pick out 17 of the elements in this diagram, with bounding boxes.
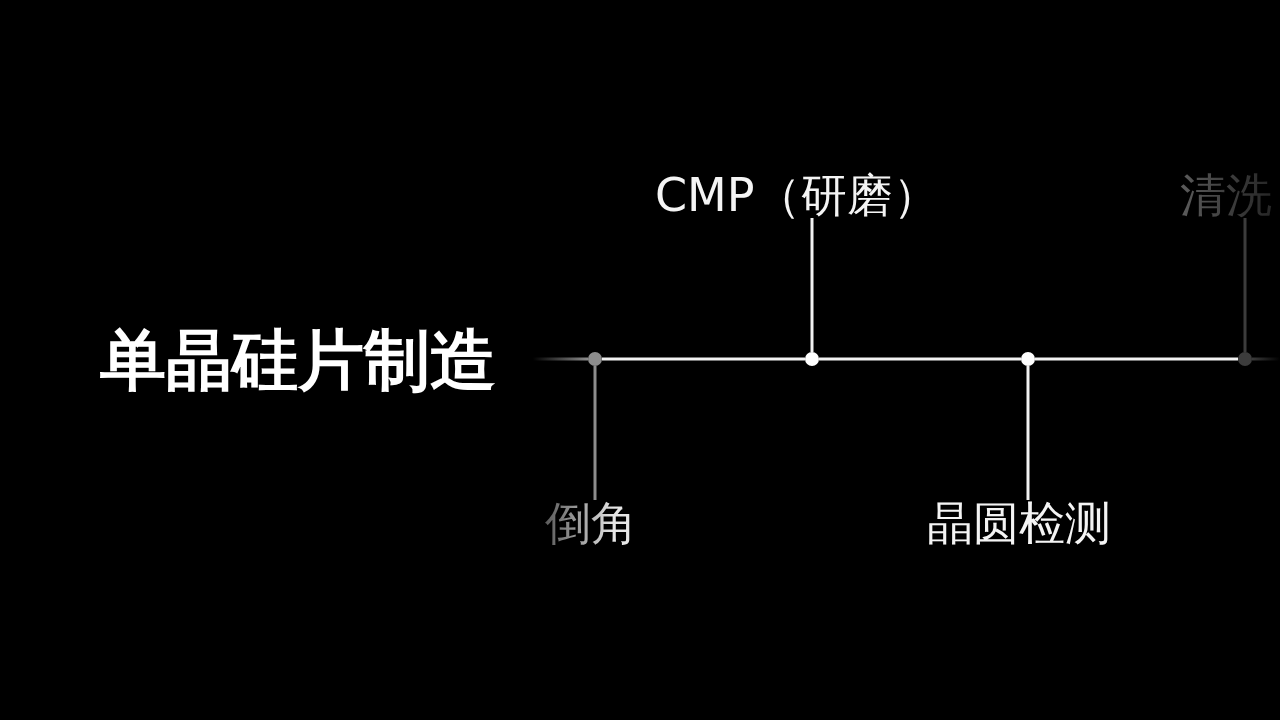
leader-line: [593, 366, 597, 500]
timeline-line: [1035, 357, 1238, 361]
timeline-dot: [588, 352, 602, 366]
timeline-dot: [1021, 352, 1035, 366]
timeline-line: [819, 357, 1021, 361]
timeline-dot: [1238, 352, 1252, 366]
timeline-line: [1252, 357, 1280, 361]
leader-line: [1243, 218, 1247, 352]
timeline-dot: [805, 352, 819, 366]
title: 单晶硅片制造: [100, 328, 496, 394]
step-label: CMP（研磨）: [655, 172, 939, 218]
leader-line: [810, 218, 814, 352]
leader-line: [1026, 366, 1030, 500]
step-label: 晶圆检测: [927, 500, 1111, 546]
step-label: 清洗: [1180, 172, 1272, 218]
timeline-line: [533, 357, 588, 361]
timeline-line: [602, 357, 805, 361]
